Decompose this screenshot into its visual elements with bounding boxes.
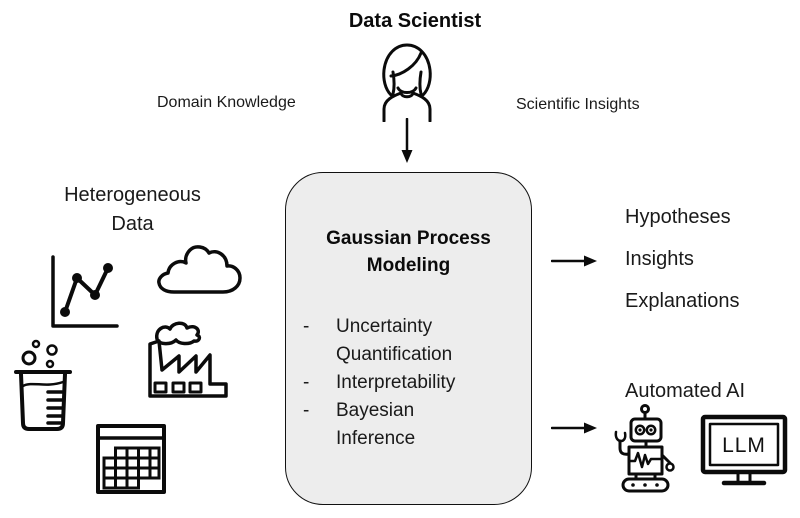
right-arrow-ai-icon [551, 420, 598, 436]
factory-icon [143, 320, 228, 400]
outputs-list: Hypotheses Insights Explanations [625, 196, 740, 322]
output-explanations: Explanations [625, 290, 740, 312]
gaussian-process-box: Gaussian Process Modeling - Uncertainty … [285, 172, 532, 505]
bullet-item: - Bayesian Inference [303, 400, 416, 449]
down-arrow-icon [399, 118, 415, 164]
box-title-line2: Modeling [366, 255, 451, 276]
person-icon [371, 42, 443, 122]
beaker-icon [12, 337, 74, 435]
right-arrow-outputs-icon [551, 253, 598, 269]
data-scientist-title: Data Scientist [348, 10, 482, 32]
box-bullet-list: - Uncertainty Quantification - Interpret… [286, 313, 531, 453]
scientific-insights-label: Scientific Insights [516, 96, 640, 113]
heterogeneous-data-label: Heterogeneous Data [64, 184, 201, 235]
table-icon [95, 423, 167, 495]
output-insights: Insights [625, 248, 694, 270]
automated-ai-label: Automated AI [625, 380, 746, 402]
monitor-icon: LLM [700, 414, 788, 490]
box-title-line1: Gaussian Process [326, 228, 491, 249]
domain-knowledge-label: Domain Knowledge [157, 94, 296, 111]
line-chart-icon [45, 250, 120, 332]
bullet-item: - Uncertainty Quantification [303, 316, 453, 365]
llm-text: LLM [722, 434, 766, 457]
cloud-icon [157, 245, 245, 297]
robot-icon [612, 403, 677, 493]
output-hypotheses: Hypotheses [625, 206, 731, 228]
bullet-item: - Interpretability [303, 372, 456, 393]
